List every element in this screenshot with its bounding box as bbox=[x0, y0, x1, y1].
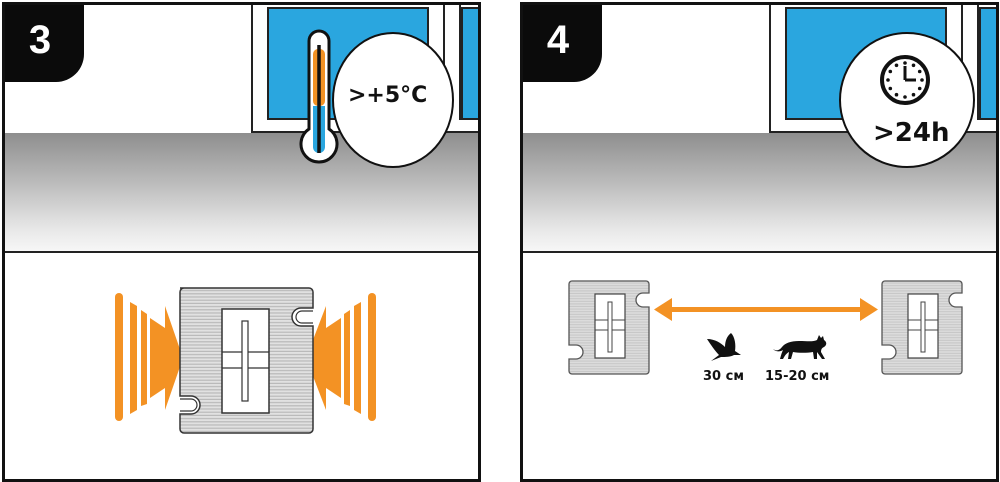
temperature-label: >+5°C bbox=[348, 83, 428, 108]
thermometer-icon bbox=[299, 29, 339, 164]
temperature-bubble bbox=[332, 32, 454, 168]
tile-icon-left bbox=[568, 280, 650, 375]
bird-icon bbox=[707, 333, 741, 361]
left-compress-arrows-icon bbox=[115, 293, 183, 421]
bird-distance-label: 30 см bbox=[703, 369, 744, 384]
cat-distance-label: 15-20 см bbox=[765, 369, 830, 384]
tile-icon bbox=[179, 287, 314, 434]
window-pane-side bbox=[461, 7, 478, 120]
horizon-line bbox=[523, 251, 996, 253]
clock-icon bbox=[880, 55, 930, 105]
time-label: >24h bbox=[873, 118, 950, 148]
double-arrow-icon bbox=[654, 298, 878, 321]
step-3-panel: 3 >+5°C bbox=[2, 2, 481, 482]
right-compress-arrows-icon bbox=[306, 293, 376, 421]
step-number-badge: 3 bbox=[5, 5, 84, 82]
step-4-panel: 4 >24h bbox=[520, 2, 999, 482]
horizon-line bbox=[5, 251, 478, 253]
cat-icon bbox=[773, 335, 827, 359]
step-number-badge: 4 bbox=[523, 5, 602, 82]
compress-tile-illustration bbox=[115, 287, 376, 434]
tile-spacing-illustration bbox=[568, 280, 963, 375]
window-pane-side bbox=[979, 7, 996, 120]
tile-icon-right bbox=[881, 280, 963, 375]
